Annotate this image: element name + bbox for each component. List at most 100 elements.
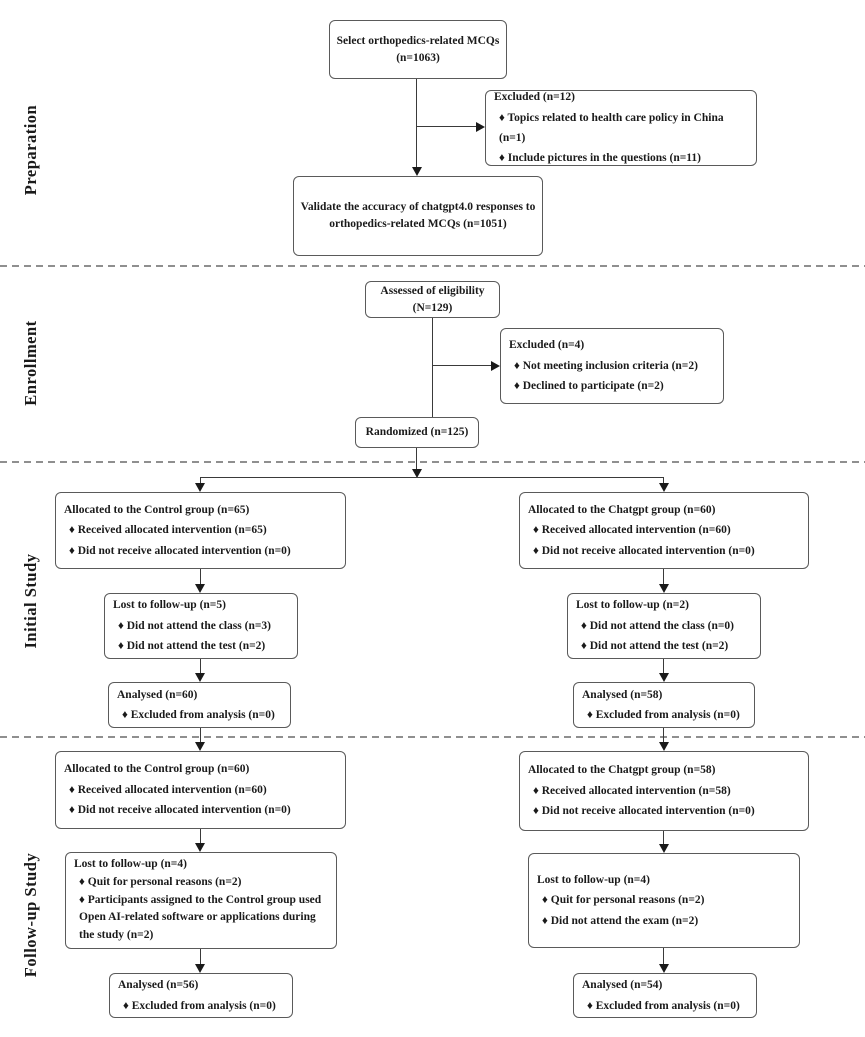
box-title: Analysed (n=56) [118,979,199,992]
flow-line [417,126,477,128]
arrowhead-down-icon [659,483,669,492]
box-title: Excluded (n=12) [494,91,575,104]
box-assessed-eligibility: Assessed of eligibility (N=129) [365,281,500,318]
arrowhead-down-icon [412,469,422,478]
flow-line [200,659,202,674]
arrowhead-down-icon [195,843,205,852]
box-item: ♦ Excluded from analysis (n=0) [123,999,276,1012]
section-divider [0,736,865,738]
box-item: ♦ Did not receive allocated intervention… [69,544,291,557]
flow-line [432,318,434,417]
box-initial-chatgpt-lost: Lost to follow-up (n=2) ♦ Did not attend… [567,593,761,659]
box-title: Excluded (n=4) [509,339,585,352]
box-item: ♦ Received allocated intervention (n=58) [533,784,731,797]
box-followup-control-analysed: Analysed (n=56) ♦ Excluded from analysis… [109,973,293,1018]
box-line: Validate the accuracy of chatgpt4.0 resp… [300,201,536,214]
flow-line [200,569,202,585]
box-item: ♦ Not meeting inclusion criteria (n=2) [514,359,698,372]
box-followup-control-allocated: Allocated to the Control group (n=60) ♦ … [55,751,346,829]
flow-line [200,829,202,844]
arrowhead-down-icon [659,742,669,751]
box-item: ♦ Did not attend the test (n=2) [118,640,266,653]
arrowhead-down-icon [195,742,205,751]
box-title: Analysed (n=54) [582,979,663,992]
box-enrollment-excluded: Excluded (n=4) ♦ Not meeting inclusion c… [500,328,724,404]
arrowhead-down-icon [659,964,669,973]
flow-line [416,79,418,168]
box-followup-chatgpt-analysed: Analysed (n=54) ♦ Excluded from analysis… [573,973,757,1018]
flow-line [663,477,665,484]
box-title: Analysed (n=58) [582,688,663,701]
box-title: Lost to follow-up (n=2) [576,599,689,612]
box-title: Lost to follow-up (n=5) [113,599,226,612]
box-item: ♦ Received allocated intervention (n=60) [69,783,267,796]
arrowhead-right-icon [476,122,485,132]
box-title: Allocated to the Chatgpt group (n=60) [528,503,716,516]
arrowhead-down-icon [195,584,205,593]
box-item: ♦ Include pictures in the questions (n=1… [499,152,701,165]
arrowhead-down-icon [195,483,205,492]
box-item: ♦ Quit for personal reasons (n=2) [542,894,705,907]
box-title: Analysed (n=60) [117,688,198,701]
flow-line [663,728,665,743]
box-item: ♦ Received allocated intervention (n=60) [533,524,731,537]
box-initial-control-allocated: Allocated to the Control group (n=65) ♦ … [55,492,346,569]
flow-line [200,477,202,484]
flow-line [663,948,665,965]
arrowhead-right-icon [491,361,500,371]
flow-line [663,659,665,674]
box-item: ♦ Received allocated intervention (n=65) [69,524,267,537]
flow-line [432,365,492,367]
section-label-preparation: Preparation [21,104,40,196]
box-initial-control-lost: Lost to follow-up (n=5) ♦ Did not attend… [104,593,298,659]
box-item: ♦ Topics related to health care policy i… [499,111,724,144]
box-item: ♦ Did not receive allocated intervention… [533,544,755,557]
box-line: orthopedics-related MCQs (n=1051) [329,218,507,230]
box-followup-control-lost: Lost to follow-up (n=4) ♦ Quit for perso… [65,852,337,949]
section-label-initial-study: Initial Study [21,553,40,649]
box-item: ♦ Participants assigned to the Control g… [79,893,322,942]
box-item: ♦ Did not attend the test (n=2) [581,640,729,653]
box-followup-chatgpt-allocated: Allocated to the Chatgpt group (n=58) ♦ … [519,751,809,831]
box-followup-chatgpt-lost: Lost to follow-up (n=4) ♦ Quit for perso… [528,853,800,948]
arrowhead-down-icon [659,584,669,593]
box-initial-chatgpt-analysed: Analysed (n=58) ♦ Excluded from analysis… [573,682,755,728]
box-select-mcqs: Select orthopedics-related MCQs (n=1063) [329,20,507,79]
box-item: ♦ Excluded from analysis (n=0) [122,709,275,721]
flow-line [416,448,418,470]
flow-line [200,728,202,743]
arrowhead-down-icon [195,673,205,682]
box-validate-accuracy: Validate the accuracy of chatgpt4.0 resp… [293,176,543,256]
flow-line [663,569,665,585]
box-item: ♦ Did not receive allocated intervention… [69,804,291,817]
box-line: Assessed of eligibility [380,284,485,297]
box-randomized: Randomized (n=125) [355,417,479,448]
arrowhead-down-icon [412,167,422,176]
box-item: ♦ Did not attend the class (n=3) [118,619,271,632]
box-title: Lost to follow-up (n=4) [537,873,650,886]
flow-line [200,949,202,965]
box-line: Select orthopedics-related MCQs [336,34,500,47]
box-item: ♦ Did not receive allocated intervention… [533,805,755,818]
box-title: Lost to follow-up (n=4) [74,857,187,870]
box-initial-chatgpt-allocated: Allocated to the Chatgpt group (n=60) ♦ … [519,492,809,569]
arrowhead-down-icon [195,964,205,973]
flow-line [200,477,664,479]
section-divider [0,265,865,267]
flow-line [663,831,665,845]
section-label-enrollment: Enrollment [21,320,40,406]
box-preparation-excluded: Excluded (n=12) ♦ Topics related to heal… [485,90,757,166]
box-line: Randomized (n=125) [365,426,469,439]
arrowhead-down-icon [659,844,669,853]
section-divider [0,461,865,463]
box-line: (n=1063) [396,51,440,64]
section-label-followup-study: Follow-up Study [21,852,40,978]
box-item: ♦ Did not attend the class (n=0) [581,619,734,632]
box-initial-control-analysed: Analysed (n=60) ♦ Excluded from analysis… [108,682,291,728]
box-line: (N=129) [412,301,453,314]
box-item: ♦ Excluded from analysis (n=0) [587,999,740,1012]
box-item: ♦ Quit for personal reasons (n=2) [79,875,242,888]
box-item: ♦ Declined to participate (n=2) [514,380,664,393]
box-title: Allocated to the Chatgpt group (n=58) [528,764,716,777]
